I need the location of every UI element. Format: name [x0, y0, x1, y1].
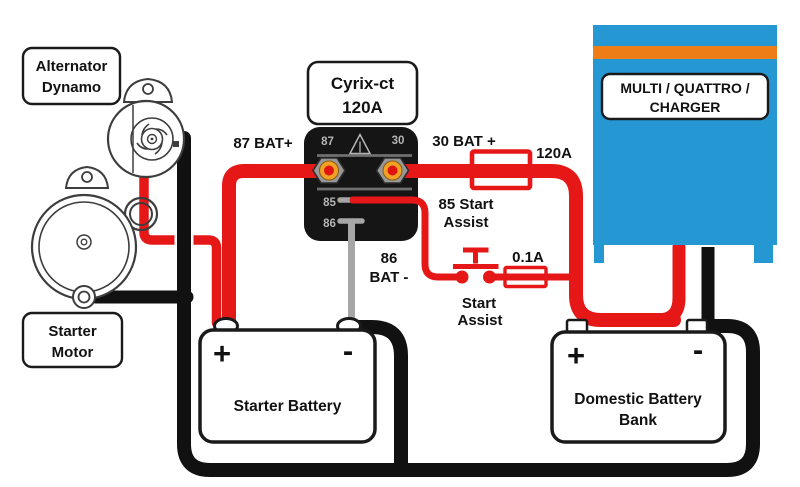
label-start-assist-switch-line1: Start — [462, 295, 496, 312]
starter-motor-drawing — [30, 165, 138, 309]
alternator-label-line2: Dynamo — [42, 79, 101, 96]
label-86-bat-minus-line2: BAT - — [370, 269, 409, 286]
starter-motor-hub — [76, 234, 92, 250]
alternator-lug-ring-inner — [129, 202, 153, 226]
wire-starter-battery-negative — [347, 320, 408, 474]
label-86-bat-minus-line1: 86 — [381, 250, 398, 267]
alternator-housing — [106, 99, 186, 179]
starter-motor-label-line2: Motor — [52, 344, 94, 361]
start-assist-switch — [453, 247, 499, 284]
starter-motor-lug-hole — [77, 290, 91, 304]
wire-87-positive — [222, 164, 339, 330]
switch-contact-right — [483, 270, 496, 284]
relay-pin-86: 86 — [323, 218, 336, 230]
alternator-terminal-nub — [173, 141, 179, 147]
wire-30-positive — [383, 164, 681, 327]
switch-actuator — [453, 247, 499, 269]
main-fuse-symbol — [469, 149, 533, 191]
relay-pin-85: 85 — [323, 197, 336, 209]
charger-label-line1: MULTI / QUATTRO / — [620, 80, 749, 96]
label-85-start-assist-line1: 85 Start — [438, 196, 493, 213]
alternator-drawing — [106, 77, 186, 232]
domestic-battery-plus-sign: + — [567, 338, 585, 373]
domestic-battery-name-line2: Bank — [619, 412, 657, 429]
relay-pin-87: 87 — [321, 136, 334, 148]
wire-charger-positive — [651, 240, 686, 327]
alternator-hub-inner — [146, 133, 158, 145]
aux-fuse-symbol — [503, 265, 548, 289]
alternator-label-box — [21, 46, 122, 106]
alternator-hub-outer — [140, 127, 164, 151]
relay-pin-30: 30 — [392, 135, 405, 147]
relay-label-line1: Cyrix-ct — [331, 74, 395, 93]
wire-ground-main — [177, 131, 760, 477]
charger-housing — [593, 25, 777, 245]
starter-motor-label-line1: Starter — [48, 323, 97, 340]
label-start-assist-switch-line2: Assist — [457, 312, 502, 329]
label-boxes: Alternator Dynamo Starter Motor Cyrix-ct… — [21, 46, 419, 369]
alternator-fan-rim — [130, 117, 174, 161]
starter-battery: + - Starter Battery — [198, 317, 377, 444]
charger-label-box — [600, 72, 770, 121]
starter-battery-body — [198, 328, 377, 444]
alternator-label-line1: Alternator — [36, 58, 108, 75]
label-30-bat-plus: 30 BAT + — [432, 133, 496, 150]
charger-foot-right — [754, 245, 773, 263]
relay-label-box — [306, 60, 419, 126]
charger-box: MULTI / QUATTRO / CHARGER — [593, 25, 777, 263]
starter-battery-minus-sign: - — [343, 333, 353, 368]
domestic-battery: + - Domestic Battery Bank — [550, 318, 727, 444]
label-aux-fuse-rating: 0.1A — [512, 249, 544, 266]
switch-contact-left — [455, 270, 469, 284]
wire-85-start-assist — [349, 196, 460, 281]
domestic-battery-minus-sign: - — [693, 332, 703, 367]
starter-battery-name: Starter Battery — [234, 398, 342, 415]
label-main-fuse-rating: 120A — [536, 145, 572, 162]
charger-label-line2: CHARGER — [650, 99, 721, 115]
starter-motor-label-box — [21, 311, 124, 369]
domestic-battery-body — [550, 330, 727, 444]
wire-labels: 87 BAT+ 30 BAT + 120A 85 Start Assist 86… — [233, 133, 572, 329]
charger-foot-left — [594, 245, 604, 263]
relay-details: 87 30 85 86 — [312, 132, 412, 230]
positive-wires — [222, 164, 686, 330]
starter-motor-housing — [30, 193, 138, 301]
label-87-bat-plus: 87 BAT+ — [233, 135, 293, 152]
starter-battery-plus-sign: + — [213, 336, 231, 371]
relay-label-line2: 120A — [342, 98, 383, 117]
starter-motor-mount-hole — [81, 171, 93, 183]
charger-orange-stripe — [593, 46, 777, 59]
terminal-30-wire-core — [387, 165, 398, 176]
alternator-hub-dot — [150, 137, 154, 141]
starter-motor-hub-dot — [80, 238, 88, 246]
terminal-87-wire-core — [324, 165, 334, 176]
domestic-battery-name-line1: Domestic Battery — [574, 391, 702, 408]
label-85-start-assist-line2: Assist — [443, 214, 488, 231]
alternator-mount-hole — [142, 83, 154, 95]
